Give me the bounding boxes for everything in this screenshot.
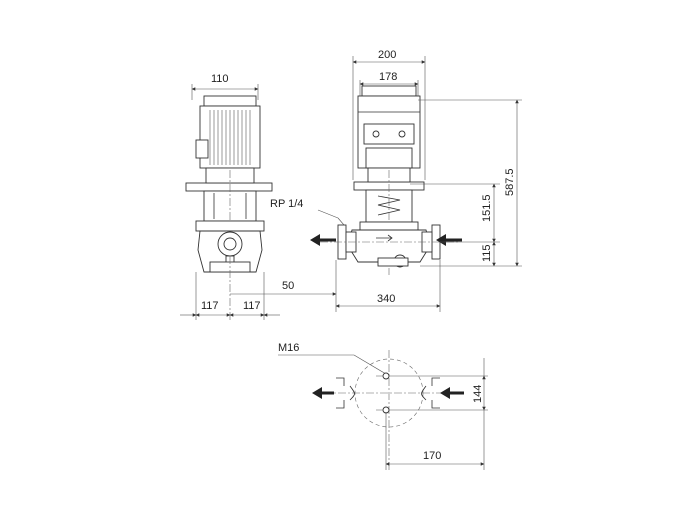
motor-width-label: 110 bbox=[211, 73, 229, 85]
side-lantern bbox=[185, 167, 273, 230]
right-half-width-label: 117 bbox=[243, 300, 261, 312]
flange-to-top-label: 151.5 bbox=[481, 194, 493, 222]
bolt-label: M16 bbox=[278, 342, 299, 354]
port-to-port-label: 340 bbox=[377, 293, 395, 305]
plan-flow-out-arrow-icon bbox=[312, 387, 334, 399]
side-view: 110 bbox=[180, 73, 280, 320]
foot-spacing-dimension: 144 bbox=[472, 358, 486, 411]
port-to-port-dimension: 340 bbox=[335, 260, 441, 312]
offset-dimension: 50 bbox=[230, 260, 337, 312]
front-lantern bbox=[353, 167, 425, 275]
port-label: RP 1/4 bbox=[270, 198, 303, 210]
offset-label: 50 bbox=[282, 280, 294, 292]
foot-offset-dimension: 170 bbox=[385, 410, 485, 470]
foot-spacing-label: 144 bbox=[472, 385, 484, 403]
half-width-dimensions: 117 117 bbox=[180, 256, 280, 320]
motor-width-dimension: 110 bbox=[191, 73, 259, 100]
port-callout: RP 1/4 bbox=[270, 198, 345, 226]
left-half-width-label: 117 bbox=[201, 300, 219, 312]
side-pump-housing bbox=[195, 220, 265, 273]
flow-out-arrow-icon bbox=[310, 234, 336, 246]
top-width-dimensions: 200 178 bbox=[352, 49, 426, 180]
total-height-label: 587.5 bbox=[504, 168, 516, 196]
plan-view: M16 144 bbox=[278, 342, 488, 470]
side-motor bbox=[195, 95, 261, 169]
inner-width-label: 178 bbox=[379, 71, 397, 83]
foot-offset-label: 170 bbox=[423, 450, 441, 462]
outer-width-label: 200 bbox=[378, 49, 396, 61]
front-pump-body bbox=[320, 221, 460, 268]
plan-flow-in-arrow-icon bbox=[440, 387, 464, 399]
front-view: 200 178 bbox=[230, 49, 522, 312]
front-motor bbox=[357, 85, 421, 169]
flow-in-arrow-icon bbox=[436, 234, 462, 246]
base-to-axis-label: 115 bbox=[481, 244, 493, 262]
height-dimensions: 587.5 151.5 115 bbox=[410, 99, 522, 267]
